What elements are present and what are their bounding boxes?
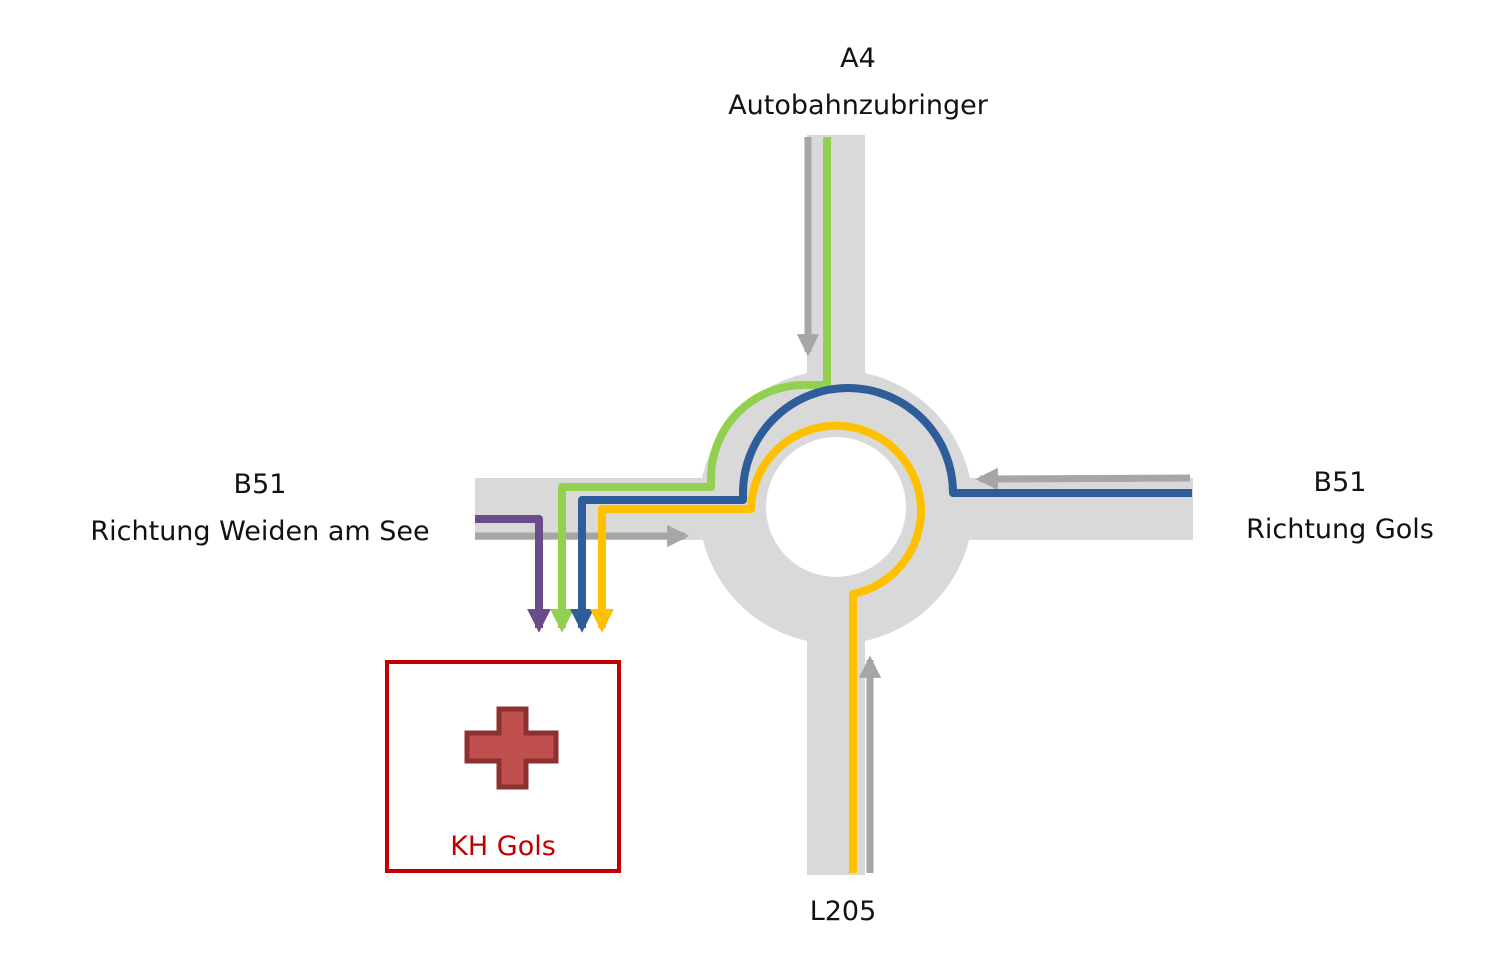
label-east-line1: B51 <box>1313 467 1367 498</box>
label-east: B51 Richtung Gols <box>1220 466 1460 547</box>
arrow-from-east <box>975 467 1191 491</box>
route-purple-from-west <box>475 515 551 633</box>
roundabout-island <box>766 437 906 577</box>
label-west-line2: Richtung Weiden am See <box>90 516 430 547</box>
road-north <box>807 135 865 385</box>
route-green-from-north <box>550 137 831 633</box>
label-north-line2: Autobahnzubringer <box>728 90 988 121</box>
road-east <box>930 478 1193 540</box>
label-south-line1: L205 <box>809 896 877 927</box>
label-north-line1: A4 <box>840 43 876 74</box>
routes <box>475 137 1192 873</box>
label-west-line1: B51 <box>233 469 287 500</box>
label-north: A4 Autobahnzubringer <box>708 42 1008 123</box>
hospital-name: KH Gols <box>450 831 556 862</box>
label-east-line2: Richtung Gols <box>1246 514 1434 545</box>
label-west: B51 Richtung Weiden am See <box>80 468 440 549</box>
route-yellow-from-south <box>590 421 925 873</box>
hospital-box: KH Gols <box>385 660 621 873</box>
label-south: L205 <box>780 895 906 929</box>
red-cross-icon <box>464 706 559 790</box>
route-blue-from-east <box>570 384 1192 633</box>
